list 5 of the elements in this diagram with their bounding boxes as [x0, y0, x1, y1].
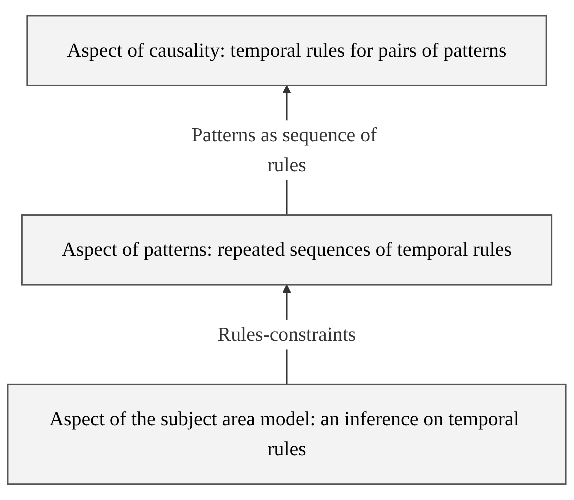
node-box: Aspect of causality: temporal rules for pairs of patterns	[26, 15, 548, 86]
node-box: Aspect of patterns: repeated sequences of temporal rules	[21, 214, 553, 286]
node-box: Aspect of the subject area model: an inference on temporal rules	[7, 384, 567, 485]
edge-label: Rules-constraints	[218, 324, 356, 346]
edge-label: Patterns as sequence of rules	[192, 124, 378, 176]
